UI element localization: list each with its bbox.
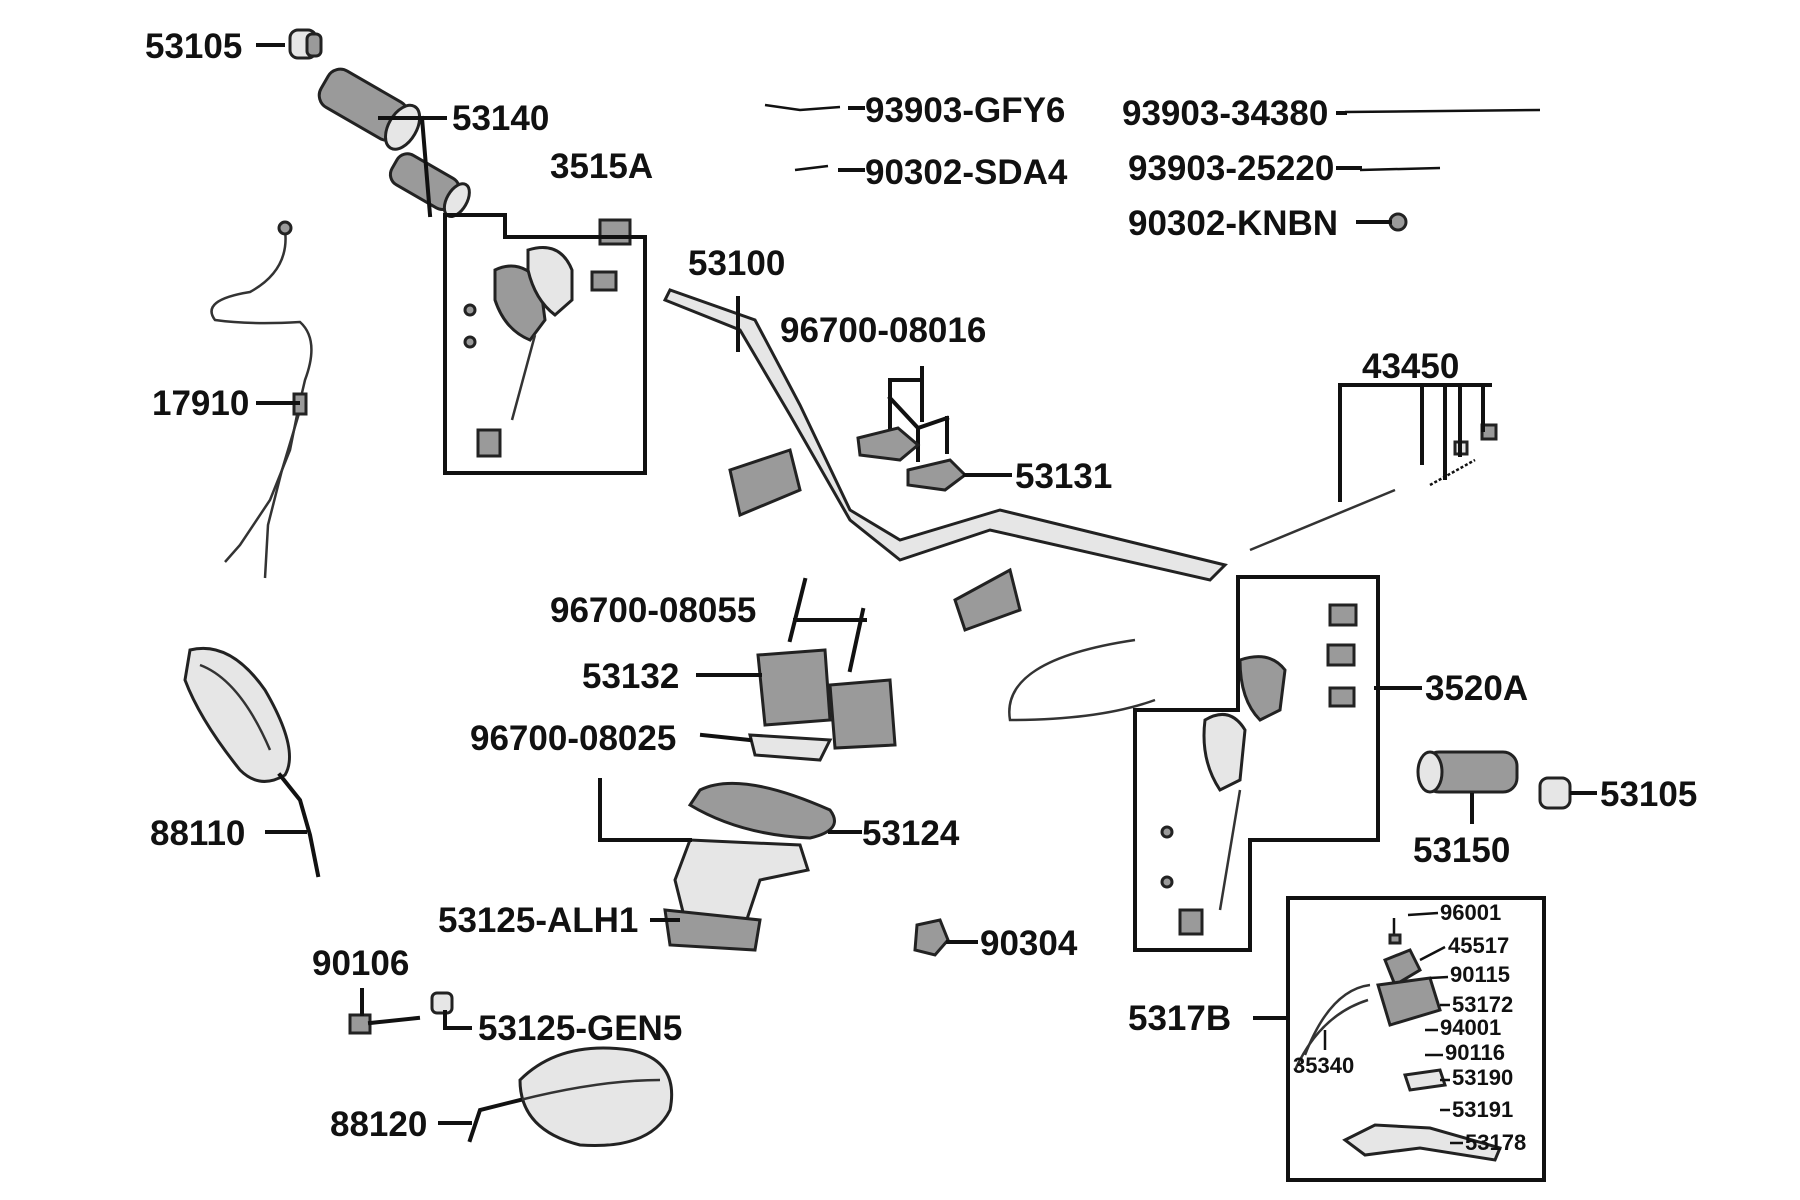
label-90302-SDA4: 90302-SDA4 bbox=[865, 153, 1068, 192]
group-box-5317B bbox=[1286, 896, 1546, 1182]
label-90302-KNBN: 90302-KNBN bbox=[1128, 204, 1338, 243]
label-17910: 17910 bbox=[152, 384, 249, 423]
bar-end-weight-left bbox=[288, 28, 323, 60]
label-53131: 53131 bbox=[1015, 457, 1112, 496]
group-box-3515A bbox=[443, 213, 647, 475]
lower-bolt-set-drawing bbox=[748, 733, 833, 762]
left-grip-drawing bbox=[317, 67, 471, 219]
left-switch-drawing bbox=[463, 218, 632, 458]
label-96700-08016: 96700-08016 bbox=[780, 311, 986, 350]
label-53105-right: 53105 bbox=[1600, 775, 1697, 814]
label-43450: 43450 bbox=[1362, 347, 1459, 386]
label-90304: 90304 bbox=[980, 924, 1078, 963]
label-88120: 88120 bbox=[330, 1105, 427, 1144]
label-53132: 53132 bbox=[582, 657, 679, 696]
label-53105-left: 53105 bbox=[145, 27, 242, 66]
label-90116: 90116 bbox=[1445, 1040, 1505, 1065]
label-53100: 53100 bbox=[688, 244, 785, 283]
label-53125-ALH1: 53125-ALH1 bbox=[438, 901, 638, 940]
left-mirror-drawing bbox=[183, 646, 321, 878]
label-3520A: 3520A bbox=[1425, 669, 1528, 708]
label-53124: 53124 bbox=[862, 814, 960, 853]
label-53150: 53150 bbox=[1413, 831, 1510, 870]
brake-lever-drawing bbox=[1293, 918, 1503, 1162]
throttle-cable-drawing bbox=[210, 220, 313, 579]
right-switch-drawing bbox=[1008, 603, 1358, 936]
riser-blocks-drawing bbox=[756, 648, 897, 750]
clip-strips-drawing bbox=[764, 103, 1541, 232]
upper-clamps-drawing bbox=[856, 378, 968, 492]
label-96700-08025: 96700-08025 bbox=[470, 719, 676, 758]
label-53125-GEN5: 53125-GEN5 bbox=[478, 1009, 682, 1048]
label-3515A: 3515A bbox=[550, 147, 653, 186]
handlebar-drawing bbox=[662, 288, 1228, 632]
mirror-bolt-drawing bbox=[348, 1013, 421, 1035]
label-96001: 96001 bbox=[1440, 900, 1501, 925]
mirror-nut-drawing bbox=[430, 991, 454, 1015]
nut-90304-drawing bbox=[913, 918, 950, 957]
handlebar-base-drawing bbox=[663, 838, 810, 952]
label-45517: 45517 bbox=[1448, 933, 1509, 958]
label-53190: 53190 bbox=[1452, 1065, 1513, 1090]
label-94001: 94001 bbox=[1440, 1015, 1501, 1040]
label-90115: 90115 bbox=[1450, 962, 1510, 987]
label-93903-GFY6: 93903-GFY6 bbox=[865, 91, 1065, 130]
label-35340: 35340 bbox=[1293, 1053, 1354, 1078]
leader-lines bbox=[256, 43, 1597, 1125]
label-93903-25220: 93903-25220 bbox=[1128, 149, 1334, 188]
label-96700-08055: 96700-08055 bbox=[550, 591, 756, 630]
group-box-3520A bbox=[1133, 575, 1380, 952]
riser-plate-drawing bbox=[687, 781, 836, 840]
label-53191: 53191 bbox=[1452, 1097, 1513, 1122]
label-93903-34380: 93903-34380 bbox=[1122, 94, 1328, 133]
leader-lines-small bbox=[1407, 911, 1463, 1145]
label-53178: 53178 bbox=[1465, 1130, 1526, 1155]
label-5317B: 5317B bbox=[1128, 999, 1231, 1038]
right-mirror-drawing bbox=[467, 1046, 674, 1148]
label-53172: 53172 bbox=[1452, 992, 1513, 1017]
bar-end-weight-right bbox=[1538, 776, 1572, 810]
right-grip-drawing bbox=[1416, 750, 1519, 794]
label-53140: 53140 bbox=[452, 99, 549, 138]
label-88110: 88110 bbox=[150, 814, 245, 853]
label-90106: 90106 bbox=[312, 944, 409, 983]
